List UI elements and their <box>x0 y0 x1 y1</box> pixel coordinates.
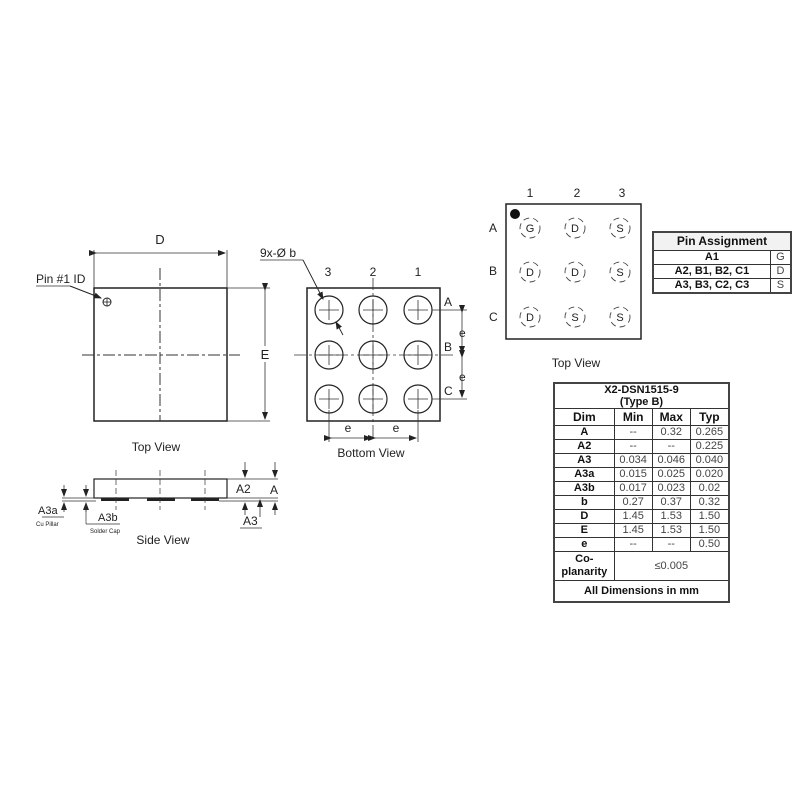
side-view-body <box>93 470 228 510</box>
dimensions-footer: All Dimensions in mm <box>553 580 730 603</box>
svg-text:e: e <box>459 370 466 384</box>
ball-c3 <box>314 384 344 414</box>
svg-text:2: 2 <box>574 186 581 200</box>
ball-diameter-callout: 9x-Ø b <box>260 246 344 336</box>
pad-c2: S <box>564 306 586 328</box>
svg-text:3: 3 <box>325 265 332 279</box>
svg-text:1: 1 <box>527 186 534 200</box>
svg-text:e: e <box>345 421 352 435</box>
ball-b2 <box>358 340 388 370</box>
dimensions-table: X2-DSN1515-9(Type B) Dim Min Max Typ A--… <box>553 382 730 603</box>
solder-cap-label: Solder Cap <box>90 529 121 535</box>
svg-text:D: D <box>571 223 579 235</box>
svg-text:e: e <box>393 421 400 435</box>
dim-d-label: D <box>155 232 164 247</box>
side-view-caption: Side View <box>136 533 189 547</box>
pin-map-caption: Top View <box>552 356 601 370</box>
pad-b2: D <box>564 261 586 283</box>
bottom-view-column-labels: 3 2 1 <box>325 265 422 279</box>
pad-b1: D <box>519 261 541 283</box>
coplanarity-value: ≤0.005 <box>613 551 730 581</box>
svg-text:C: C <box>444 384 453 398</box>
pad-a3: S <box>609 217 631 239</box>
table-row: A2----0.225 <box>553 439 730 454</box>
ball-c1 <box>403 384 433 414</box>
svg-text:S: S <box>616 267 623 279</box>
table-row: A3, B3, C2, C3 S <box>652 278 792 294</box>
pad-a1: G <box>519 217 541 239</box>
svg-text:D: D <box>571 267 579 279</box>
svg-text:A: A <box>489 221 497 235</box>
dimensions-title: X2-DSN1515-9(Type B) <box>553 382 730 409</box>
svg-text:S: S <box>571 312 578 324</box>
solder-balls <box>314 295 433 414</box>
svg-text:D: D <box>526 312 534 324</box>
ball-callout-label: 9x-Ø b <box>260 246 296 260</box>
ball-c2 <box>358 384 388 414</box>
pad-a2: D <box>564 217 586 239</box>
top-view-caption: Top View <box>132 440 181 454</box>
pitch-dimension-vertical: e e <box>459 305 466 398</box>
pad-c1: D <box>519 306 541 328</box>
bottom-view-caption: Bottom View <box>337 446 404 460</box>
ball-a1 <box>403 295 433 325</box>
svg-text:B: B <box>489 264 497 278</box>
pin-assignment-title: Pin Assignment <box>652 231 792 251</box>
svg-text:A: A <box>444 295 452 309</box>
a3-label: A3 <box>243 514 258 528</box>
dimension-d: D <box>89 232 228 288</box>
pin-map-outline <box>505 203 642 340</box>
svg-text:G: G <box>526 223 535 235</box>
pin-map-row-labels: A B C <box>489 221 498 324</box>
pin-assignment-table: Pin Assignment A1 G A2, B1, B2, C1 D A3,… <box>652 231 792 294</box>
pad-b3: S <box>609 261 631 283</box>
a2-label: A2 <box>236 482 251 496</box>
pin1-dot-icon <box>510 209 520 219</box>
pin1-label: Pin #1 ID <box>36 272 86 286</box>
pad-c3: S <box>609 306 631 328</box>
dimension-e: E <box>227 283 271 422</box>
a3a-label: A3a <box>38 505 58 517</box>
ball-b3 <box>314 340 344 370</box>
dim-e-label: E <box>261 347 270 362</box>
pin-map-pads: G D S D D S D S S <box>519 217 631 328</box>
coplanarity-row: Co-planarity ≤0.005 <box>553 551 730 581</box>
svg-text:e: e <box>459 326 466 340</box>
svg-text:S: S <box>616 312 623 324</box>
a3b-label: A3b <box>98 512 118 524</box>
table-row: A2, B1, B2, C1 D <box>652 264 792 279</box>
svg-text:S: S <box>616 223 623 235</box>
svg-text:C: C <box>489 310 498 324</box>
pitch-dimension-horizontal: e e <box>324 410 419 442</box>
svg-text:3: 3 <box>619 186 626 200</box>
pin1-indicator: Pin #1 ID <box>36 272 112 307</box>
ball-a2 <box>358 295 388 325</box>
table-row: e----0.50 <box>553 537 730 552</box>
a-label: A <box>270 483 278 497</box>
svg-text:2: 2 <box>370 265 377 279</box>
ball-b1 <box>403 340 433 370</box>
table-row: A1 G <box>652 250 792 265</box>
side-view-dimensions: A3a Cu Pillar A3b Solder Cap A2 A A3 <box>36 462 278 535</box>
ball-a3 <box>314 295 344 325</box>
svg-text:B: B <box>444 340 452 354</box>
svg-text:1: 1 <box>415 265 422 279</box>
svg-text:D: D <box>526 267 534 279</box>
table-header-row: Dim Min Max Typ <box>553 408 730 426</box>
pin-map-column-labels: 1 2 3 <box>527 186 626 200</box>
cu-pillar-label: Cu Pillar <box>36 522 59 528</box>
top-view-outline <box>82 268 240 422</box>
